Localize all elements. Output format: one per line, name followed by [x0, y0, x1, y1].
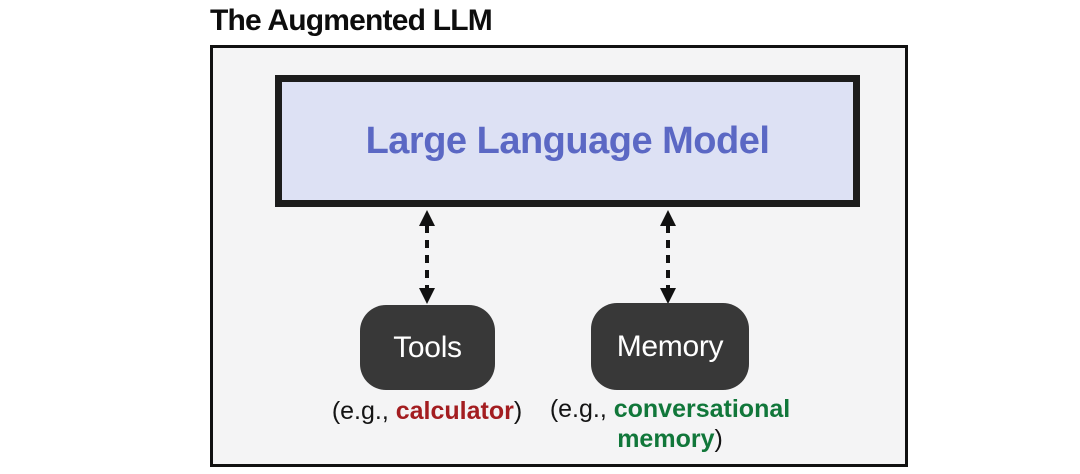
memory-caption-suffix: ) [714, 424, 723, 453]
memory-caption-highlight: conversational memory [613, 395, 791, 453]
tools-example-caption: (e.g., calculator) [327, 397, 527, 427]
tools-caption-suffix: ) [513, 397, 523, 425]
large-language-model-label: Large Language Model [365, 119, 770, 162]
memory-caption-prefix: (e.g., [549, 395, 614, 423]
memory-node-box: Memory [591, 303, 749, 390]
tools-caption-prefix: (e.g., [331, 397, 396, 425]
diagram-title: The Augmented LLM [210, 4, 493, 37]
memory-node-label: Memory [616, 329, 724, 363]
tools-caption-highlight: calculator [395, 397, 514, 425]
memory-example-caption: (e.g., conversational memory) [545, 395, 795, 454]
large-language-model-box: Large Language Model [275, 75, 860, 207]
tools-node-box: Tools [360, 305, 495, 390]
tools-node-label: Tools [393, 330, 462, 364]
double-headed-dashed-arrow-icon [419, 210, 435, 304]
double-headed-dashed-arrow-icon [660, 210, 676, 304]
